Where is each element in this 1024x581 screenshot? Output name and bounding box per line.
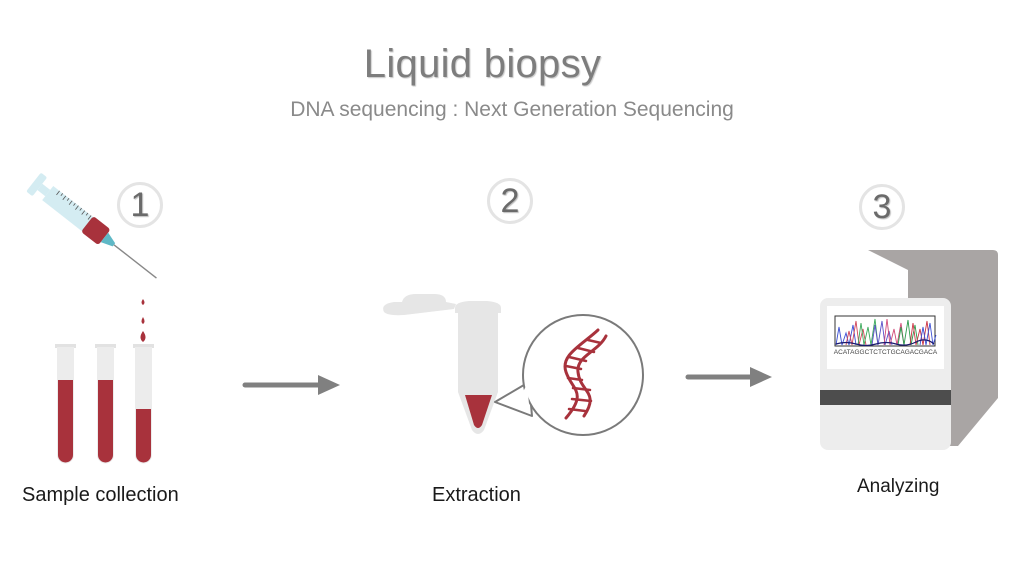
arrow-right-icon [685,367,772,387]
syringe-icon [26,173,157,279]
microtube-icon [383,294,501,434]
step-2-label: Extraction [432,484,521,506]
blood-drop-icon [140,299,146,342]
step-3-badge: 3 [859,184,905,230]
page-subtitle: DNA sequencing : Next Generation Sequenc… [290,98,734,121]
dna-helix-icon [563,328,608,420]
step-2-badge: 2 [487,178,533,224]
sequence-readout: ACATAGGCTCTCTGCAGACGACA [834,349,938,356]
step-1-label: Sample collection [22,484,179,506]
page-title: Liquid biopsy [363,42,602,86]
dna-magnifier-icon [494,314,644,436]
chromatogram-icon [834,315,937,347]
step-1-badge: 1 [117,182,163,228]
test-tube-icon [55,344,76,464]
step-3-label: Analyzing [857,476,940,497]
test-tube-icon [133,344,154,464]
arrow-right-icon [242,375,340,395]
test-tube-icon [95,344,116,464]
